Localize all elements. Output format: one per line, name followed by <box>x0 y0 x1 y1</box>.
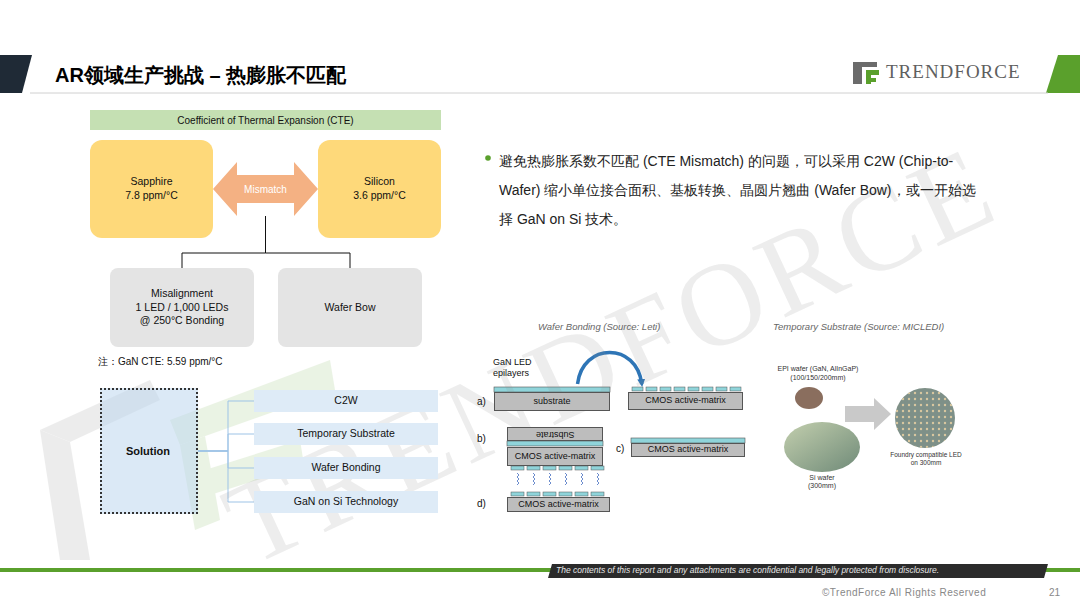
substrate-layer: Substrate <box>507 427 603 441</box>
page-number: 21 <box>1049 587 1060 598</box>
node-text: Solution <box>126 444 170 458</box>
step-letter: a) <box>477 396 486 407</box>
art-polygon <box>0 55 32 93</box>
node-text: CMOS active-matrix <box>515 452 596 462</box>
wafer-label: Foundry compatible LED on 300mm <box>890 451 962 467</box>
node-text: Silicon <box>364 175 395 189</box>
node-text: Wafer Bow <box>325 301 376 315</box>
material-box: Sapphire7.8 ppm/°C <box>90 140 213 238</box>
art-rect <box>591 466 604 470</box>
node-text: Wafer Bonding <box>311 461 380 475</box>
figure-source: Temporary Substrate (Source: MICLEDI) <box>773 321 944 332</box>
transfer-squiggle <box>533 473 535 485</box>
art-rect <box>559 466 572 470</box>
confidentiality-note: The contents of this report and any atta… <box>556 565 939 575</box>
art-g <box>511 492 604 496</box>
cmos-layer: CMOS active-matrix <box>628 392 743 410</box>
node-text: Misalignment <box>151 287 213 301</box>
node-text: 3.6 ppm/°C <box>353 189 406 203</box>
connector <box>198 434 254 451</box>
node-text: CMOS active-matrix <box>518 500 599 510</box>
solution-item: Temporary Substrate <box>254 423 438 445</box>
solution-item: Wafer Bonding <box>254 457 438 479</box>
transfer-squiggle <box>549 473 551 485</box>
art-rect <box>543 492 556 496</box>
node-text: Temporary Substrate <box>297 427 394 441</box>
art-rect <box>853 62 877 67</box>
art-line <box>30 93 1048 94</box>
art-polygon <box>40 430 90 560</box>
step-letter: d) <box>477 498 486 509</box>
cmos-layer: CMOS active-matrix <box>631 443 745 457</box>
art-polygon <box>845 398 891 430</box>
node-text: substrate <box>533 397 570 407</box>
art-rect <box>559 492 572 496</box>
node-text: CMOS active-matrix <box>645 396 726 406</box>
node-text: Coefficient of Thermal Expansion (CTE) <box>177 114 353 127</box>
cmos-layer: CMOS active-matrix <box>507 447 603 466</box>
art-rect <box>527 492 540 496</box>
logo-text: TRENDFORCE <box>886 61 1021 83</box>
double-arrow-outline <box>213 162 318 216</box>
node-text: Substrate <box>536 429 575 439</box>
transfer-squiggle <box>597 473 599 485</box>
slide-title: AR领域生产挑战 – 热膨胀不匹配 <box>55 62 346 89</box>
art-rect <box>511 492 524 496</box>
note: 注：GaN CTE: 5.59 ppm/°C <box>98 355 223 369</box>
art-rect <box>575 466 588 470</box>
copyright: ©TrendForce All Rights Reserved <box>822 587 986 598</box>
step-letter: c) <box>616 443 624 454</box>
art-rect <box>730 387 741 391</box>
node-text: CMOS active-matrix <box>648 445 729 455</box>
layer-label: GaN LED epilayers <box>493 357 539 379</box>
connector <box>198 401 254 451</box>
figure-source: Wafer Bonding (Source: Leti) <box>538 321 660 332</box>
node-text: Sapphire <box>130 175 172 189</box>
art-ellipse <box>795 387 823 409</box>
node-text: @ 250°C Bonding <box>140 314 224 328</box>
art-rect <box>702 387 713 391</box>
art-rect <box>575 492 588 496</box>
art-polygon <box>1046 55 1080 93</box>
art-g <box>517 473 599 485</box>
node-text: Mismatch <box>244 183 287 196</box>
art-rect <box>591 492 604 496</box>
node-text: 7.8 ppm/°C <box>125 189 178 203</box>
node-text: GaN on Si Technology <box>294 495 398 509</box>
art-rect <box>716 387 727 391</box>
transfer-squiggle <box>565 473 567 485</box>
art-circle <box>485 155 491 161</box>
substrate-layer: substrate <box>494 392 610 411</box>
transfer-squiggle <box>581 473 583 485</box>
header-band: Coefficient of Thermal Expansion (CTE) <box>90 110 441 130</box>
problem-box: Misalignment1 LED / 1,000 LEDs@ 250°C Bo… <box>110 268 254 347</box>
transfer-squiggle <box>517 473 519 485</box>
node-text: C2W <box>334 394 357 408</box>
solution-item: C2W <box>254 390 438 412</box>
wafer-label: Si wafer (300mm) <box>801 474 843 491</box>
material-box: Silicon3.6 ppm/°C <box>318 140 441 238</box>
solution-box: Solution <box>100 388 198 514</box>
problem-box: Wafer Bow <box>278 268 422 347</box>
mismatch-arrow: Mismatch <box>213 162 318 216</box>
art-rect <box>543 466 556 470</box>
node-text: 1 LED / 1,000 LEDs <box>136 301 229 315</box>
art-circle <box>895 388 955 448</box>
art-circle <box>895 388 955 448</box>
bullet-text: 避免热膨胀系数不匹配 (CTE Mismatch) 的问题，可以采用 C2W (… <box>499 147 977 234</box>
wafer-label: EPI wafer (GaN, AlInGaP) (100/150/200mm) <box>768 365 868 383</box>
art-rect <box>866 78 876 82</box>
cmos-layer: CMOS active-matrix <box>507 497 610 512</box>
art-polygon <box>548 564 1048 578</box>
step-letter: b) <box>477 433 486 444</box>
art-ellipse <box>784 422 860 472</box>
solution-item: GaN on Si Technology <box>254 491 438 513</box>
